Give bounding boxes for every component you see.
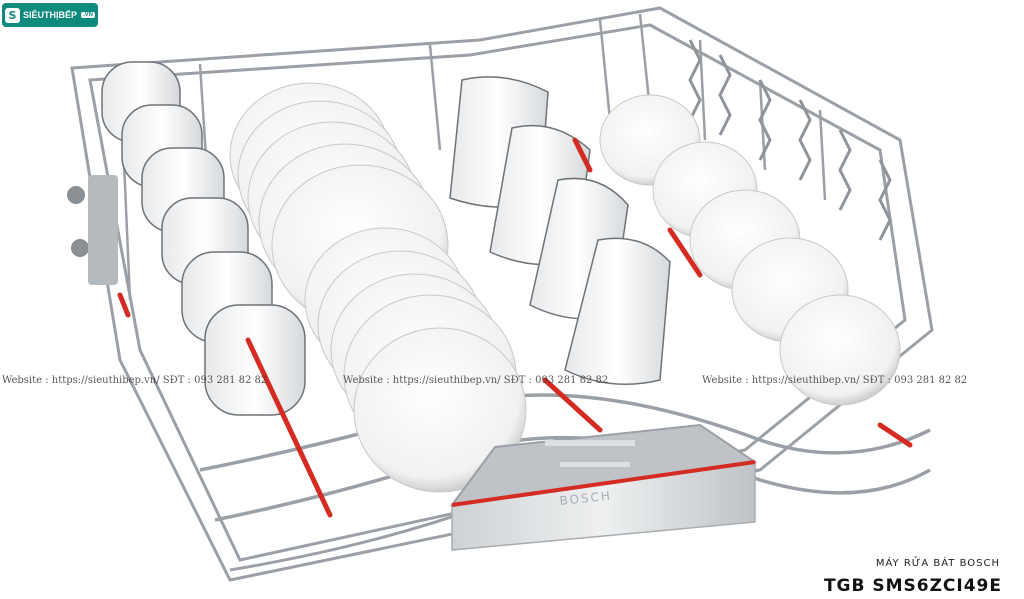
basket-brand-label: BOSCH [560,489,613,508]
cutlery-basket [449,423,758,551]
product-code: TGB SMS6ZCI49E [823,576,1002,596]
logo-s-icon: S [5,7,20,23]
rack-height-adjuster [67,175,118,285]
site-logo[interactable]: S SIÊUTHỊBẾP .VN [2,3,98,27]
product-name: MÁY RỬA BÁT BOSCH [875,558,1000,569]
logo-text: SIÊUTHỊBẾP [23,10,78,20]
watermark-left: Website : https://sieuthibep.vn/ SĐT : 0… [2,375,268,386]
red-rack-accents [117,137,913,518]
watermark-center: Website : https://sieuthibep.vn/ SĐT : 0… [343,375,609,386]
glasses-center-row [449,76,671,385]
cups-right-row [599,94,901,406]
basket-brand-text: BOSCH [560,489,613,508]
plates [229,82,527,493]
logo-suffix: .VN [81,12,96,18]
watermark-right: Website : https://sieuthibep.vn/ SĐT : 0… [702,375,968,386]
